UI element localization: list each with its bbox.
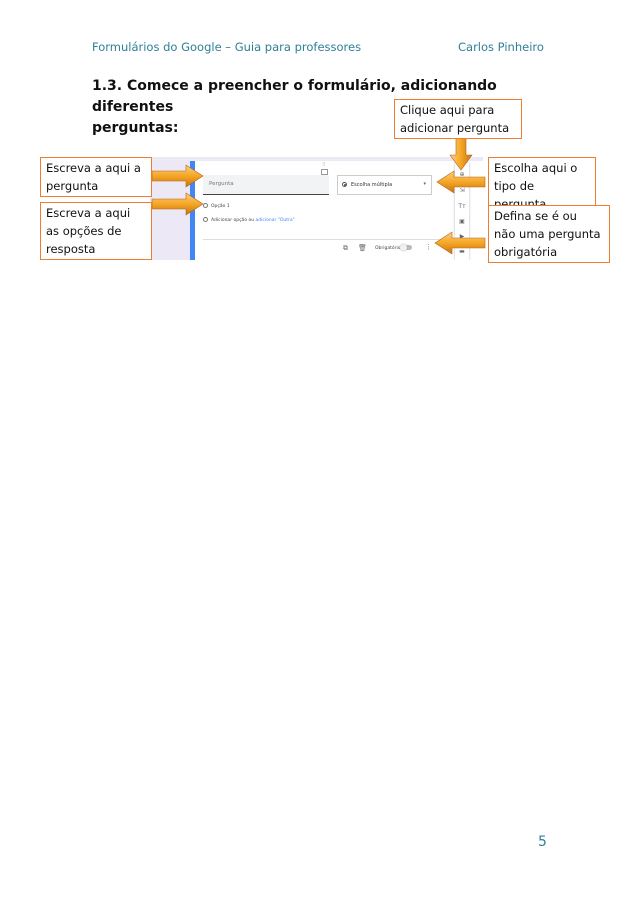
caret-down-icon: ▾	[423, 181, 426, 187]
image-icon[interactable]	[321, 169, 328, 175]
callout-line: resposta	[46, 242, 96, 256]
callout-line: as opções de	[46, 224, 122, 238]
add-question-icon[interactable]: ⊕	[459, 171, 465, 178]
divider	[203, 239, 482, 240]
header-author: Carlos Pinheiro	[458, 40, 544, 54]
forms-screenshot: ⠿ Pergunta Escolha múltipla ▾ Opção 1 Ad…	[150, 157, 483, 260]
drag-handle-icon[interactable]: ⠿	[322, 162, 326, 168]
callout-line: Clique aqui para	[400, 103, 495, 117]
callout-line: Escreva a aqui a	[46, 161, 141, 175]
import-icon[interactable]: ⇲	[459, 187, 465, 194]
callout-line: pergunta	[46, 179, 99, 193]
video-icon[interactable]: ▶	[459, 233, 465, 240]
header-title: Formulários do Google – Guia para profes…	[92, 40, 362, 54]
required-label: Obrigatório	[375, 246, 401, 251]
side-toolbar: ⊕ ⇲ Tт ▣ ▶ ▬	[455, 163, 469, 260]
callout-write-options: Escreva a aqui as opções de resposta	[40, 202, 152, 260]
callout-add-question: Clique aqui para adicionar pergunta	[394, 99, 522, 139]
question-type-value: Escolha múltipla	[351, 182, 393, 188]
callout-line: Escreva a aqui	[46, 206, 131, 220]
callout-line: Defina se é ou	[494, 209, 577, 223]
title-text-icon[interactable]: Tт	[458, 203, 466, 210]
image-icon[interactable]: ▣	[459, 218, 465, 225]
callout-line: adicionar pergunta	[400, 121, 510, 135]
required-toggle[interactable]	[400, 244, 412, 251]
callout-line: não uma pergunta	[494, 227, 601, 241]
radio-icon	[342, 182, 347, 187]
callout-required: Defina se é ou não uma pergunta obrigató…	[488, 205, 610, 263]
option-row[interactable]: Opção 1	[203, 203, 230, 209]
question-card: ⠿ Pergunta Escolha múltipla ▾ Opção 1 Ad…	[190, 161, 483, 260]
duplicate-icon[interactable]: ⧉	[343, 244, 348, 252]
callout-write-question: Escreva a aqui a pergunta	[40, 157, 152, 197]
callout-line: obrigatória	[494, 245, 558, 259]
more-icon[interactable]: ⋮	[425, 243, 432, 251]
heading-line-2: perguntas:	[92, 120, 179, 136]
radio-icon	[203, 217, 208, 222]
radio-icon	[203, 203, 208, 208]
trash-icon[interactable]: 🗑	[358, 244, 367, 252]
add-option-row[interactable]: Adicionar opção ou adicionar "Outra"	[203, 217, 295, 223]
question-input[interactable]: Pergunta	[203, 175, 329, 195]
page-number: 5	[538, 834, 547, 850]
question-type-select[interactable]: Escolha múltipla ▾	[337, 175, 432, 195]
callout-line: Escolha aqui o	[494, 161, 578, 175]
heading-line-1: 1.3. Comece a preencher o formulário, ad…	[92, 78, 497, 115]
section-icon[interactable]: ▬	[459, 248, 465, 255]
add-other-link[interactable]: adicionar "Outra"	[255, 218, 295, 223]
section-heading: 1.3. Comece a preencher o formulário, ad…	[92, 76, 522, 139]
option-label: Opção 1	[211, 204, 230, 209]
add-option-text: Adicionar opção ou	[211, 218, 255, 223]
